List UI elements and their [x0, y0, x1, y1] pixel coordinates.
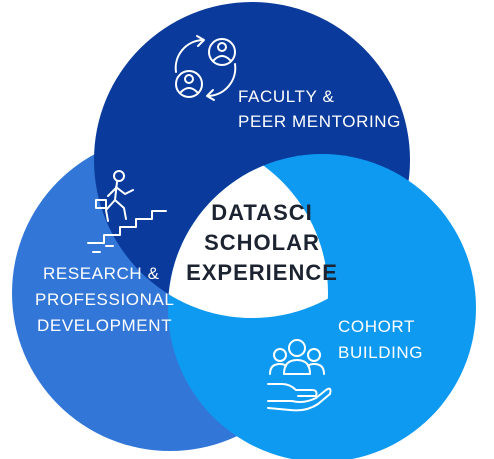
cohort-label-line2: BUILDING [338, 343, 423, 362]
mentoring-exchange-icon [174, 35, 237, 101]
center-title-line1: DATASCI [211, 200, 313, 225]
research-label-line3: DEVELOPMENT [37, 316, 172, 335]
faculty-label-line2: PEER MENTORING [238, 112, 401, 131]
climbing-stairs-icon [87, 170, 167, 253]
center-title-line3: EXPERIENCE [186, 260, 338, 285]
center-overlap [168, 154, 328, 318]
research-label-line2: PROFESSIONAL [35, 290, 174, 309]
group-in-hand-icon [267, 339, 332, 412]
faculty-label-line1: FACULTY & [238, 87, 334, 106]
research-label-line1: RESEARCH & [43, 264, 160, 283]
center-title-line2: SCHOLAR [204, 230, 320, 255]
cohort-label-line1: COHORT [338, 317, 415, 336]
